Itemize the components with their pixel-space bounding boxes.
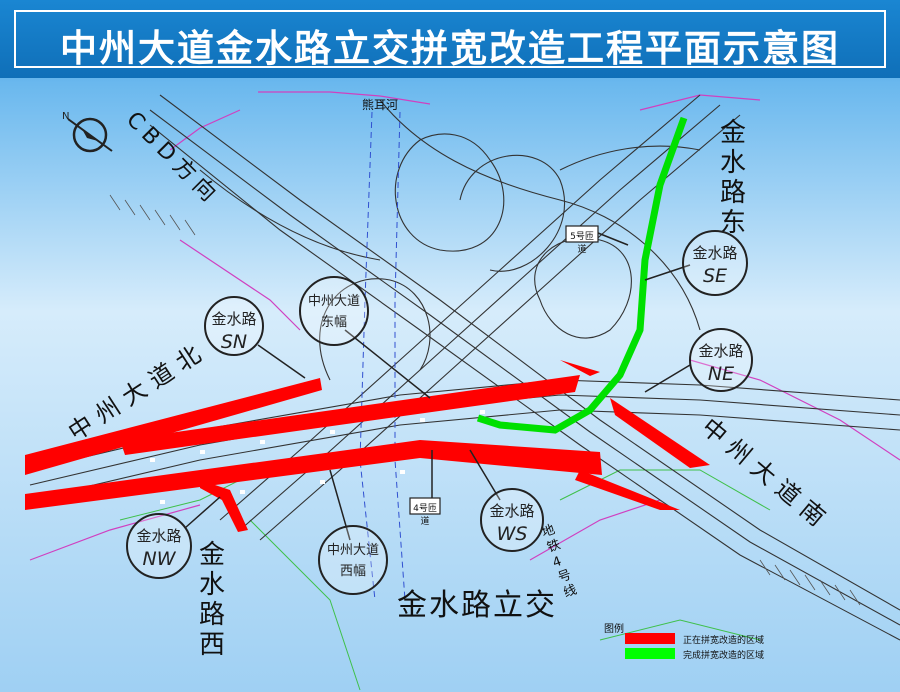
page-title: 中州大道金水路立交拼宽改造工程平面示意图 bbox=[60, 27, 840, 70]
title-bar bbox=[0, 0, 900, 78]
callout-east-half: 中州大道 东幅 bbox=[299, 276, 369, 346]
title-frame bbox=[14, 10, 886, 68]
callout-ne-top: 金水路 bbox=[698, 342, 744, 360]
callout-ws-bottom: WS bbox=[496, 523, 528, 545]
callout-ws: 金水路 WS bbox=[480, 488, 544, 552]
callout-ne: 金水路 NE bbox=[689, 328, 753, 392]
jinshui-west-label: 金水路西 bbox=[198, 540, 225, 660]
callout-east-half-top: 中州大道 bbox=[307, 294, 360, 309]
ramp-4-tag bbox=[409, 497, 441, 515]
callout-nw-bottom: NW bbox=[142, 548, 176, 570]
red-area-ws bbox=[575, 470, 680, 510]
callout-west-half: 中州大道 西幅 bbox=[318, 525, 388, 595]
callout-se-top: 金水路 bbox=[692, 244, 738, 262]
river-label: 熊耳河 bbox=[362, 98, 399, 112]
callout-se: 金水路 SE bbox=[682, 230, 748, 296]
callout-west-half-bottom: 西幅 bbox=[339, 564, 366, 579]
red-area-west bbox=[25, 440, 602, 510]
interchange-map: N bbox=[25, 91, 900, 691]
in-progress-areas bbox=[25, 360, 710, 532]
lane-markings bbox=[150, 410, 485, 504]
legend-label-completed: 完成拼宽改造的区域 bbox=[683, 651, 765, 661]
legend-swatch-in-progress bbox=[625, 633, 675, 644]
callout-nw: 金水路 NW bbox=[126, 513, 192, 579]
callout-west-half-top: 中州大道 bbox=[326, 543, 379, 558]
callout-sn: 金水路 SN bbox=[204, 296, 264, 356]
river-lines bbox=[359, 111, 406, 601]
red-area-north-2 bbox=[120, 375, 580, 455]
callout-ws-top: 金水路 bbox=[489, 502, 535, 520]
green-area-jinshui-east bbox=[476, 116, 688, 434]
red-area-ramp bbox=[560, 360, 600, 376]
completed-areas bbox=[476, 116, 688, 434]
callout-leaders bbox=[184, 232, 691, 541]
callout-ne-bottom: NE bbox=[707, 363, 735, 385]
interchange-label: 金水路立交 bbox=[397, 588, 557, 623]
svg-text:N: N bbox=[62, 111, 69, 122]
legend-label-in-progress: 正在拼宽改造的区域 bbox=[683, 636, 765, 646]
red-area-north-1 bbox=[25, 378, 322, 475]
north-arrow-icon: N bbox=[62, 111, 113, 153]
red-area-nw-ramp bbox=[200, 480, 248, 532]
callout-se-bottom: SE bbox=[702, 265, 728, 287]
callout-nw-top: 金水路 bbox=[136, 527, 182, 545]
jinshui-east-label: 金水路东 bbox=[719, 118, 746, 238]
callout-sn-bottom: SN bbox=[220, 331, 248, 353]
callout-east-half-bottom: 东幅 bbox=[320, 315, 347, 330]
red-area-south bbox=[610, 398, 710, 468]
legend-swatch-completed bbox=[625, 648, 675, 659]
road-hatching bbox=[109, 194, 861, 606]
legend-title: 图例 bbox=[604, 624, 624, 635]
ramp-4-tag-label: 4号匝道 bbox=[413, 504, 437, 527]
ramp-5-tag bbox=[565, 225, 599, 243]
callout-sn-top: 金水路 bbox=[211, 310, 257, 328]
ramp-5-tag-label: 5号匝道 bbox=[570, 232, 594, 255]
